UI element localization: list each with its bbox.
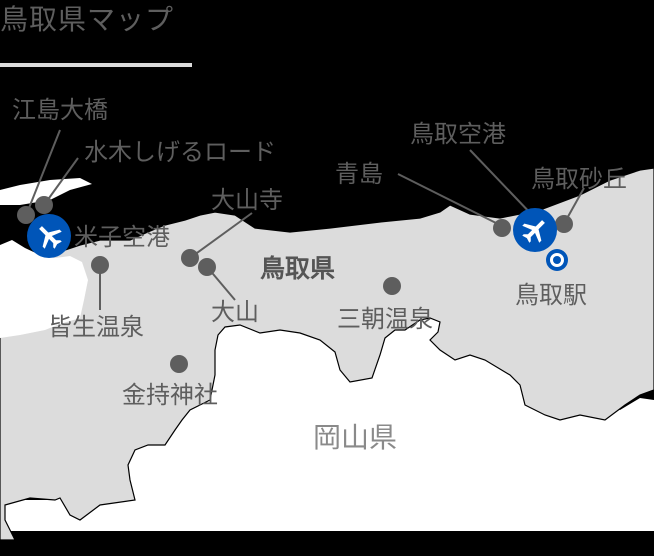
tottori-sand-dunes-marker[interactable] (555, 215, 573, 233)
label-tottori-station: 鳥取駅 (515, 281, 587, 309)
label-tottori-sand-dunes: 鳥取砂丘 (531, 165, 627, 193)
daisen-marker[interactable] (198, 258, 216, 276)
label-eshima-bridge: 江島大橋 (12, 96, 108, 124)
tottori-airport-marker[interactable] (513, 208, 557, 252)
label-daisen: 大山 (211, 298, 259, 326)
label-misasa-onsen: 三朝温泉 (337, 305, 433, 333)
eshima-bridge-marker[interactable] (17, 206, 35, 224)
title-underline (0, 63, 192, 67)
tottori-station-marker[interactable] (546, 249, 568, 271)
label-aoshima: 青島 (335, 160, 383, 188)
prefecture-label-okayama: 岡山県 (313, 421, 398, 454)
kamochi-shrine-marker[interactable] (170, 355, 188, 373)
yumigahama-land (0, 178, 92, 205)
daisenji-marker[interactable] (181, 249, 199, 267)
tottori-region (0, 167, 654, 541)
airplane-icon (39, 226, 62, 249)
label-mizuki-road: 水木しげるロード (84, 138, 276, 166)
prefecture-label-tottori: 鳥取県 (260, 254, 336, 283)
western-land (0, 240, 88, 338)
yonago-airport-marker[interactable] (27, 214, 71, 258)
airplane-icon (522, 220, 545, 243)
label-tottori-airport: 鳥取空港 (410, 120, 506, 148)
label-kaike-onsen: 皆生温泉 (48, 313, 144, 341)
misasa-onsen-marker[interactable] (383, 277, 401, 295)
label-yonago-airport: 米子空港 (74, 223, 170, 251)
mizuki-road-marker[interactable] (35, 196, 53, 214)
label-kamochi-shrine: 金持神社 (122, 381, 218, 409)
map-title: 鳥取県マップ (0, 3, 175, 36)
label-daisenji: 大山寺 (211, 186, 283, 214)
station-icon (553, 256, 561, 264)
kaike-onsen-marker[interactable] (91, 256, 109, 274)
aoshima-marker[interactable] (493, 219, 511, 237)
